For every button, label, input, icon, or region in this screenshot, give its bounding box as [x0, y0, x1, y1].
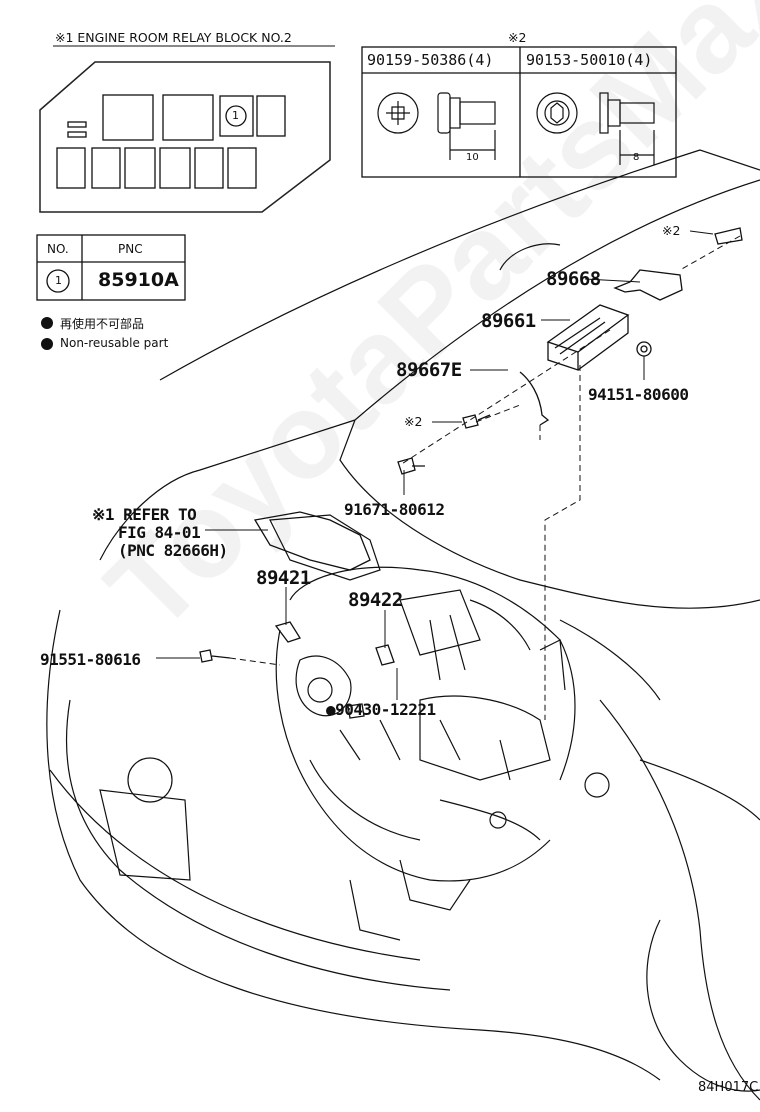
label-94151: 94151-80600 — [588, 385, 689, 404]
relay-block-title: ※1 ENGINE ROOM RELAY BLOCK NO.2 — [55, 30, 292, 45]
bolt-table-marker: ※2 — [508, 30, 527, 45]
label-star2-top: ※2 — [662, 223, 681, 238]
non-reusable-dot-en — [41, 338, 53, 350]
relay-block-outline — [39, 61, 331, 213]
bolt-col-2: 90153-50010(4) — [526, 51, 653, 69]
bolt-table-grid — [361, 46, 677, 178]
label-refer-3: (PNC 82666H) — [118, 541, 228, 560]
relay-slot-marker: 1 — [232, 109, 239, 122]
label-89422: 89422 — [348, 589, 403, 611]
legend-jp: 再使用不可部品 — [60, 317, 145, 331]
bolt-dim-2: 8 — [633, 152, 640, 163]
label-89421: 89421 — [256, 567, 311, 589]
leader-lines — [156, 230, 714, 700]
label-refer-2: FIG 84-01 — [118, 523, 201, 542]
non-reusable-dot-jp — [41, 317, 53, 329]
pnc-row-value: 85910A — [98, 269, 179, 291]
ecu-bracket — [253, 511, 371, 571]
label-refer-1: ※1 REFER TO — [92, 505, 197, 524]
relay-slots — [56, 94, 286, 189]
hood-outline — [99, 149, 760, 609]
label-91551: 91551-80616 — [40, 650, 141, 669]
bolt-2-drawing — [536, 92, 655, 165]
pnc-row-no: 1 — [55, 274, 62, 287]
label-90430: ●90430-12221 — [326, 700, 436, 719]
label-91671: 91671-80612 — [344, 500, 445, 519]
label-star2-mid: ※2 — [404, 414, 423, 429]
car-body-outline — [46, 609, 760, 1101]
bolt-1-drawing — [377, 92, 496, 160]
figure-code: 84H017C — [698, 1080, 759, 1095]
label-89661: 89661 — [481, 310, 536, 332]
legend-en: Non-reusable part — [60, 336, 169, 350]
bolt-dim-1: 10 — [466, 152, 479, 163]
bolt-col-1: 90159-50386(4) — [367, 51, 494, 69]
label-89668: 89668 — [546, 268, 601, 290]
engine-assembly — [269, 514, 576, 941]
pnc-table-grid — [36, 234, 186, 301]
pnc-col-no: NO. — [47, 242, 69, 256]
label-89667e: 89667E — [396, 359, 462, 381]
dashed-lines — [229, 235, 741, 720]
ecu-parts — [199, 227, 743, 719]
pnc-col-pnc: PNC — [118, 242, 143, 256]
